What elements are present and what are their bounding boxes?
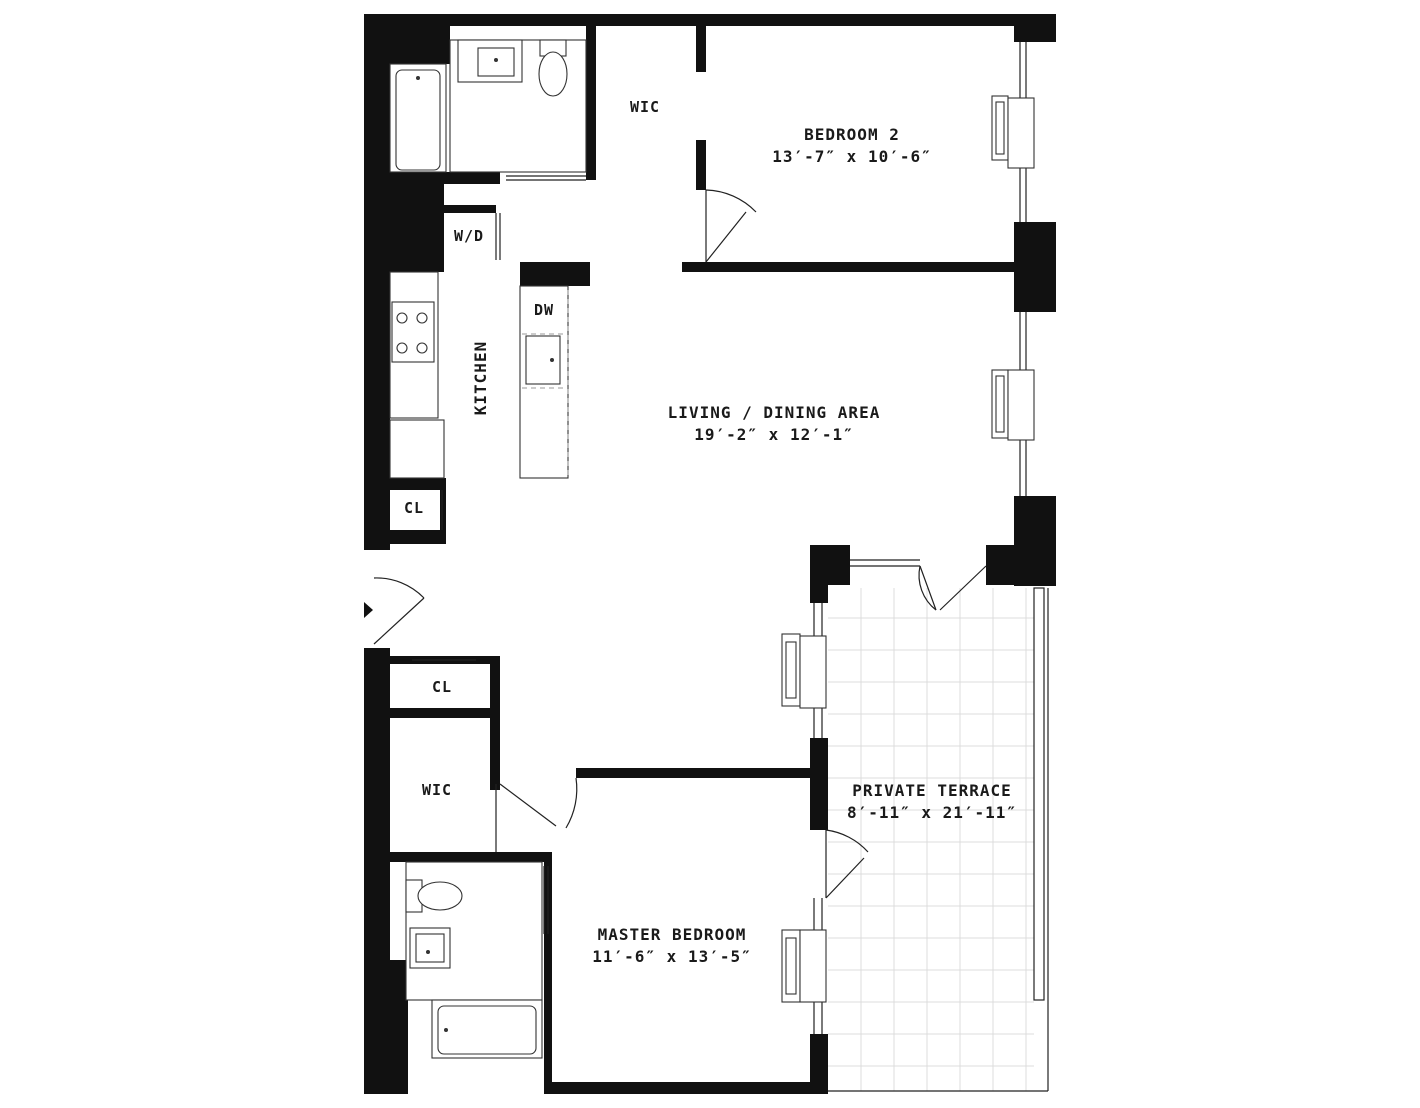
- walls: [364, 14, 1056, 1094]
- bedroom2-name: BEDROOM 2: [804, 125, 900, 144]
- window-icon: [781, 42, 1035, 1034]
- living-dims: 19′-2″ x 12′-1″: [694, 425, 854, 444]
- entry-arrow-icon: [364, 602, 373, 618]
- cl-kitchen-label: CL: [404, 499, 424, 517]
- master-name: MASTER BEDROOM: [598, 925, 747, 944]
- bedroom2-dims: 13′-7″ x 10′-6″: [772, 147, 932, 166]
- terrace-railing: [1033, 587, 1045, 1001]
- kitchen-name: KITCHEN: [471, 341, 490, 415]
- dw-label: DW: [534, 301, 554, 319]
- fixtures: [389, 39, 587, 1059]
- wd-label: W/D: [454, 227, 484, 245]
- terrace-paving-grid: [828, 588, 1034, 1091]
- wic-top-label: WIC: [630, 98, 660, 116]
- wic-master-label: WIC: [422, 781, 452, 799]
- terrace-name: PRIVATE TERRACE: [852, 781, 1012, 800]
- cl-entry-label: CL: [432, 678, 452, 696]
- terrace-dims: 8′-11″ x 21′-11″: [847, 803, 1017, 822]
- master-dims: 11′-6″ x 13′-5″: [592, 947, 752, 966]
- door-swing-icon: [373, 189, 987, 899]
- living-name: LIVING / DINING AREA: [668, 403, 881, 422]
